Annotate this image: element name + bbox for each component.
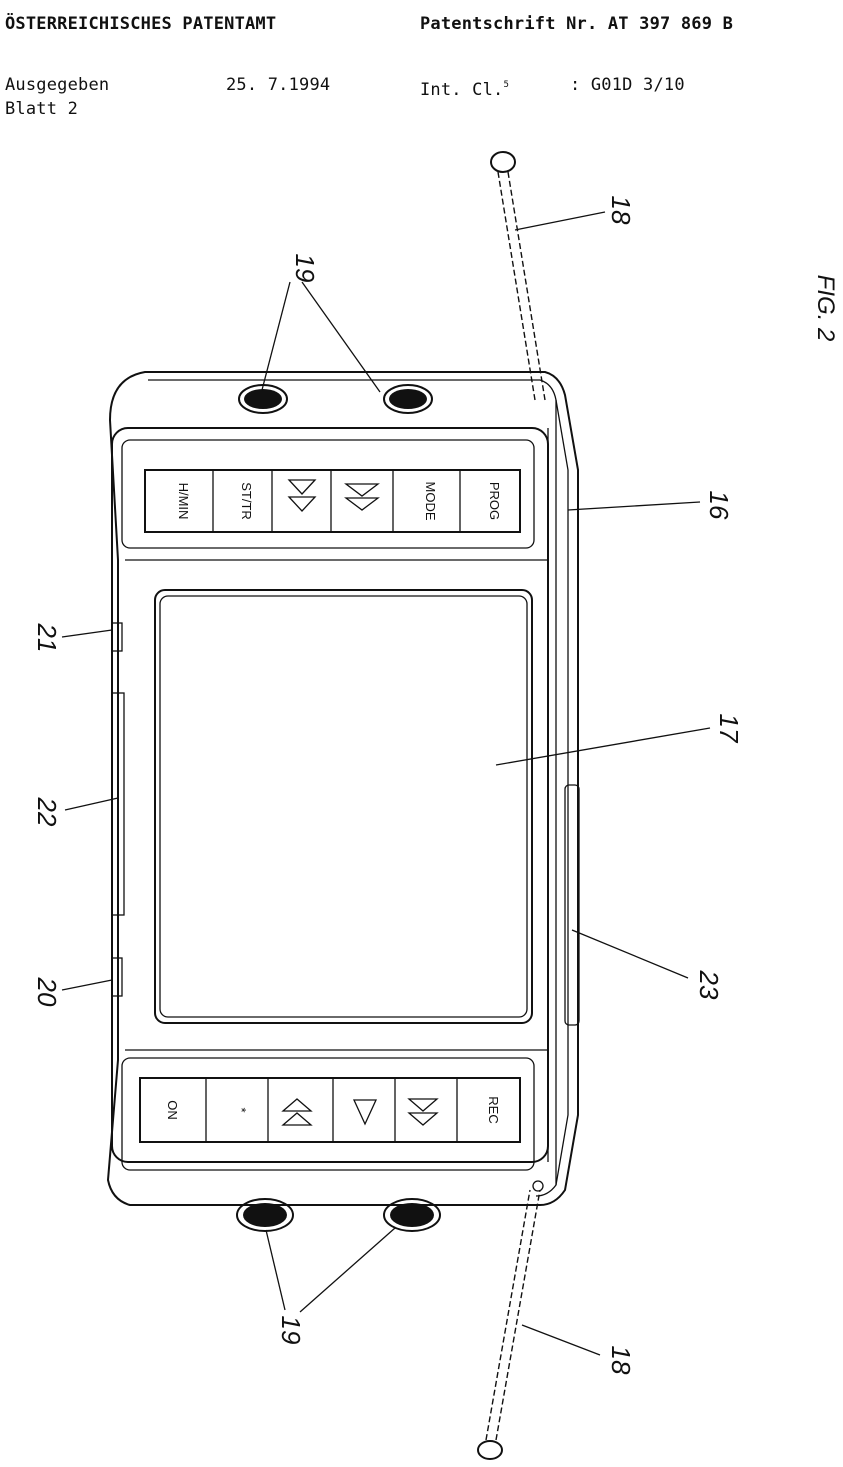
top-key-sttr: ST/TR — [239, 482, 254, 520]
ref-18-bottom: 18 — [606, 1346, 636, 1375]
bottom-key-star: * — [234, 1107, 249, 1112]
top-key-step-forward — [287, 479, 317, 512]
device-bezel — [111, 427, 549, 1163]
ref-16: 16 — [704, 491, 734, 520]
bottom-key-rec-label: REC — [486, 1096, 501, 1123]
top-key-hmin-label: H/MIN — [176, 483, 191, 520]
top-key-hmin: H/MIN — [176, 483, 191, 520]
issued-label: Ausgegeben — [5, 75, 110, 95]
bottom-key-double-down — [407, 1098, 439, 1126]
ref-19-top: 19 — [290, 254, 320, 283]
int-cl-label-text: Int. Cl. — [420, 80, 504, 100]
sheet-number: Blatt 2 — [5, 99, 79, 119]
bottom-key-rec: REC — [486, 1096, 501, 1123]
dial-knobs-bottom — [236, 1198, 441, 1232]
double-triangle-icon — [281, 1098, 313, 1126]
figure-label: FIG. 2 — [812, 275, 839, 342]
ref-22: 22 — [32, 797, 62, 827]
top-key-mode-label: MODE — [423, 482, 438, 521]
top-key-prog: PROG — [487, 482, 502, 520]
ref-18-top: 18 — [606, 196, 636, 225]
top-key-up — [344, 483, 380, 511]
ref-17: 17 — [714, 714, 744, 744]
double-triangle-icon — [407, 1098, 439, 1126]
top-keypad — [121, 439, 535, 549]
dial-knobs-top — [238, 384, 433, 414]
ref-21: 21 — [32, 623, 62, 653]
side-connector-21 — [111, 622, 123, 652]
ref-20: 20 — [32, 977, 62, 1007]
ref-19-bottom: 19 — [276, 1316, 306, 1345]
int-cl-label: Int. Cl.5 — [420, 75, 509, 100]
bottom-key-double-up — [281, 1098, 313, 1126]
bottom-key-star-label: * — [234, 1107, 249, 1112]
top-key-mode: MODE — [423, 482, 438, 521]
patent-number: Patentschrift Nr. AT 397 869 B — [420, 14, 734, 34]
bottom-key-on: ON — [165, 1100, 180, 1120]
bottom-key-down — [352, 1099, 378, 1126]
top-key-sttr-label: ST/TR — [239, 482, 254, 520]
top-key-prog-label: PROG — [487, 482, 502, 520]
antenna-top — [490, 151, 546, 401]
bottom-key-on-label: ON — [165, 1100, 180, 1120]
side-connector-20 — [111, 957, 123, 997]
issued-date: 25. 7.1994 — [226, 75, 331, 95]
double-triangle-icon — [344, 483, 380, 511]
ref-23: 23 — [694, 970, 724, 1000]
int-cl-superscript: 5 — [503, 80, 510, 90]
double-triangle-icon — [287, 479, 317, 512]
bottom-keypad — [121, 1057, 535, 1171]
int-cl-value: : G01D 3/10 — [570, 75, 685, 95]
side-slot-22 — [111, 692, 125, 916]
side-port-23 — [564, 784, 580, 1026]
leader-lines — [61, 211, 711, 1356]
triangle-icon — [352, 1099, 378, 1126]
lcd-display — [154, 589, 533, 1024]
patent-office-name: ÖSTERREICHISCHES PATENTAMT — [5, 14, 277, 34]
antenna-bottom — [477, 1180, 544, 1460]
